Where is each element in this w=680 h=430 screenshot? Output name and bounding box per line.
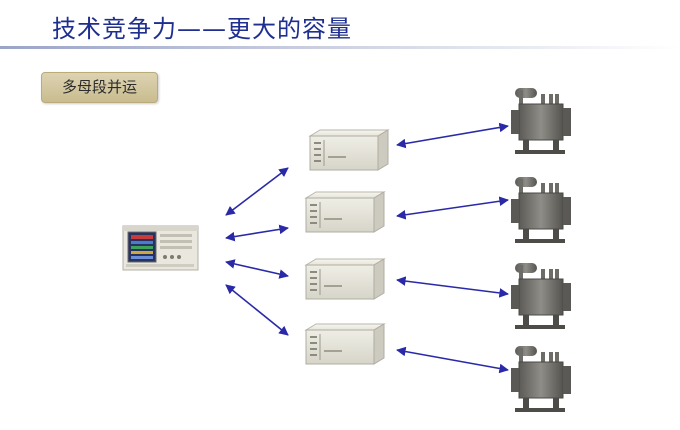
link-arrow <box>396 122 509 149</box>
link-arrow <box>225 167 289 216</box>
page-title: 技术竞争力——更大的容量 <box>52 15 352 43</box>
link-arrow <box>396 196 509 220</box>
link-arrow <box>225 284 289 336</box>
transformer-icon <box>511 88 571 154</box>
transformer-icon <box>511 263 571 329</box>
mode-badge: 多母段并运 <box>41 72 158 103</box>
link-arrow <box>396 276 509 298</box>
bus-unit-icon <box>304 191 386 233</box>
bus-unit-icon <box>304 323 386 365</box>
transformer-icon <box>511 346 571 412</box>
bus-unit-icon <box>308 129 390 171</box>
central-controller-icon <box>122 225 199 271</box>
link-arrow <box>396 346 509 374</box>
link-arrow <box>225 224 289 242</box>
title-divider <box>0 46 680 49</box>
transformer-icon <box>511 177 571 243</box>
bus-unit-icon <box>304 258 386 300</box>
link-arrow <box>225 259 289 279</box>
